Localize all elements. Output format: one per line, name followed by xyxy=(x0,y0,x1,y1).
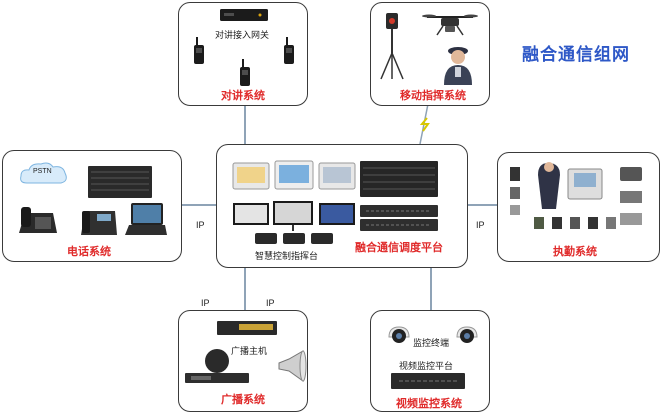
video-terminal-label: 监控终端 xyxy=(413,339,450,349)
storage-server-icon xyxy=(360,205,438,231)
broadcast-host-icon xyxy=(217,321,277,335)
monitor-wall-icon xyxy=(233,201,355,231)
radio-icon xyxy=(194,37,204,64)
phone-system-box: PSTN 电话系统 xyxy=(2,150,182,262)
broadcast-system-title: 广播系统 xyxy=(221,393,265,406)
mobile-command-title: 移动指挥系统 xyxy=(400,89,466,102)
enforcement-system-box: 执勤系统 xyxy=(497,152,660,262)
dome-camera-icon xyxy=(456,326,478,343)
dispatch-server-rack-icon xyxy=(360,161,438,197)
link-phone xyxy=(182,204,218,206)
phone-system-title: 电话系统 xyxy=(67,245,111,258)
ip-phone-icon xyxy=(81,211,117,235)
radio-icon xyxy=(284,37,294,64)
officer-icon xyxy=(444,47,472,85)
ip-label-right: IP xyxy=(476,220,485,230)
nvr-icon xyxy=(391,373,465,389)
dispatch-platform-label: 融合通信调度平台 xyxy=(355,241,443,254)
amplifier-icon xyxy=(185,349,249,383)
link-intercom xyxy=(244,104,246,144)
mobile-command-box: 移动指挥系统 xyxy=(370,2,490,106)
intercom-gateway-label: 对讲接入网关 xyxy=(215,31,270,41)
desk-phone-icon xyxy=(19,207,57,233)
radio-icon xyxy=(240,59,250,86)
control-console-icon xyxy=(232,160,356,190)
dispatch-terminal-icon xyxy=(255,233,333,244)
intercom-system-box: 对讲接入网关 对讲系统 xyxy=(178,2,308,106)
ip-label-bottom-right: IP xyxy=(266,298,275,308)
horn-speaker-icon xyxy=(278,350,307,382)
bodycam-tripod-icon xyxy=(380,13,404,80)
link-video xyxy=(430,266,432,310)
smart-console-label: 智慧控制指挥台 xyxy=(255,252,319,262)
ip-label-left: IP xyxy=(196,220,205,230)
video-system-title: 视频监控系统 xyxy=(396,397,462,410)
intercom-gateway-icon xyxy=(220,9,268,21)
center-platform-box: 融合通信调度平台 智慧控制指挥台 xyxy=(216,144,468,268)
cloud-icon xyxy=(20,162,67,184)
drone-icon xyxy=(422,14,478,36)
video-surveillance-box: 监控终端 视频监控平台 视频监控系统 xyxy=(370,310,490,412)
page-title: 融合通信组网 xyxy=(522,45,630,65)
enforcement-system-title: 执勤系统 xyxy=(553,245,597,258)
video-platform-label: 视频监控平台 xyxy=(399,362,454,372)
pbx-server-icon xyxy=(88,166,152,198)
pstn-label: PSTN xyxy=(33,168,52,175)
enforcement-equipment-icon xyxy=(510,162,642,229)
link-broadcast xyxy=(244,266,246,310)
intercom-system-title: 对讲系统 xyxy=(221,89,265,102)
dome-camera-icon xyxy=(388,326,410,343)
ip-label-bottom-left: IP xyxy=(201,298,210,308)
broadcast-host-label: 广播主机 xyxy=(231,347,268,357)
broadcast-system-box: 广播主机 广播系统 xyxy=(178,310,308,412)
video-phone-icon xyxy=(125,203,167,235)
link-enforcement xyxy=(466,204,498,206)
